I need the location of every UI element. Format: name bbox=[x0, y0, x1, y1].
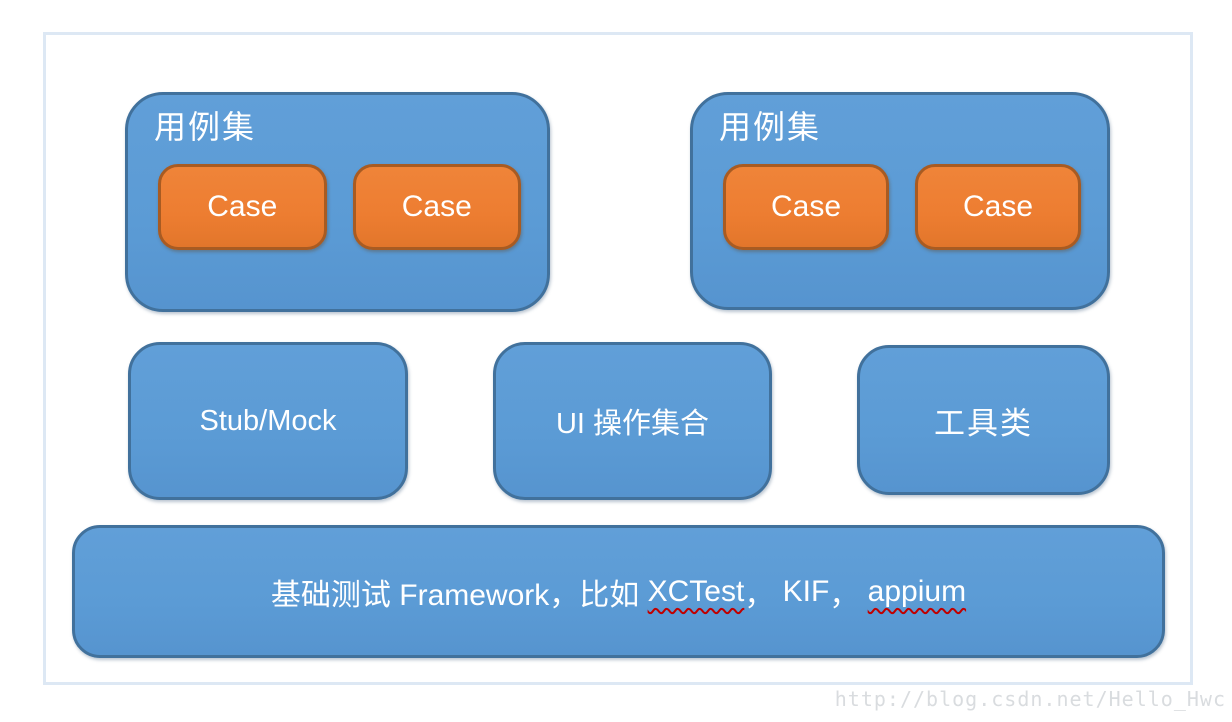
base-framework-bar: 基础测试 Framework，比如 XCTest， KIF， appium bbox=[72, 525, 1165, 658]
case-box: Case bbox=[723, 163, 889, 250]
base-bar-kif: KIF bbox=[782, 574, 830, 608]
case-group-1-cases: Case Case bbox=[154, 163, 521, 250]
case-group-2-cases: Case Case bbox=[719, 163, 1081, 250]
base-bar-xctest: XCTest bbox=[647, 574, 745, 608]
base-bar-comma1: ， bbox=[744, 578, 783, 612]
case-group-1-title: 用例集 bbox=[154, 108, 257, 146]
base-bar-comma2: ， bbox=[829, 578, 868, 612]
case-group-2-title: 用例集 bbox=[719, 108, 822, 146]
outer-frame bbox=[43, 32, 1193, 685]
case-group-1: 用例集 Case Case bbox=[125, 92, 550, 312]
watermark-url: http://blog.csdn.net/Hello_Hwc bbox=[834, 687, 1226, 711]
base-bar-appium: appium bbox=[867, 574, 967, 608]
ui-operations-box: UI 操作集合 bbox=[493, 342, 772, 500]
base-bar-prefix: 基础测试 Framework，比如 bbox=[270, 578, 648, 612]
utility-class-box: 工具类 bbox=[857, 345, 1110, 495]
case-box: Case bbox=[915, 163, 1081, 250]
case-group-2: 用例集 Case Case bbox=[690, 92, 1110, 310]
stub-mock-box: Stub/Mock bbox=[128, 342, 408, 500]
case-box: Case bbox=[352, 163, 521, 250]
case-box: Case bbox=[158, 163, 327, 250]
